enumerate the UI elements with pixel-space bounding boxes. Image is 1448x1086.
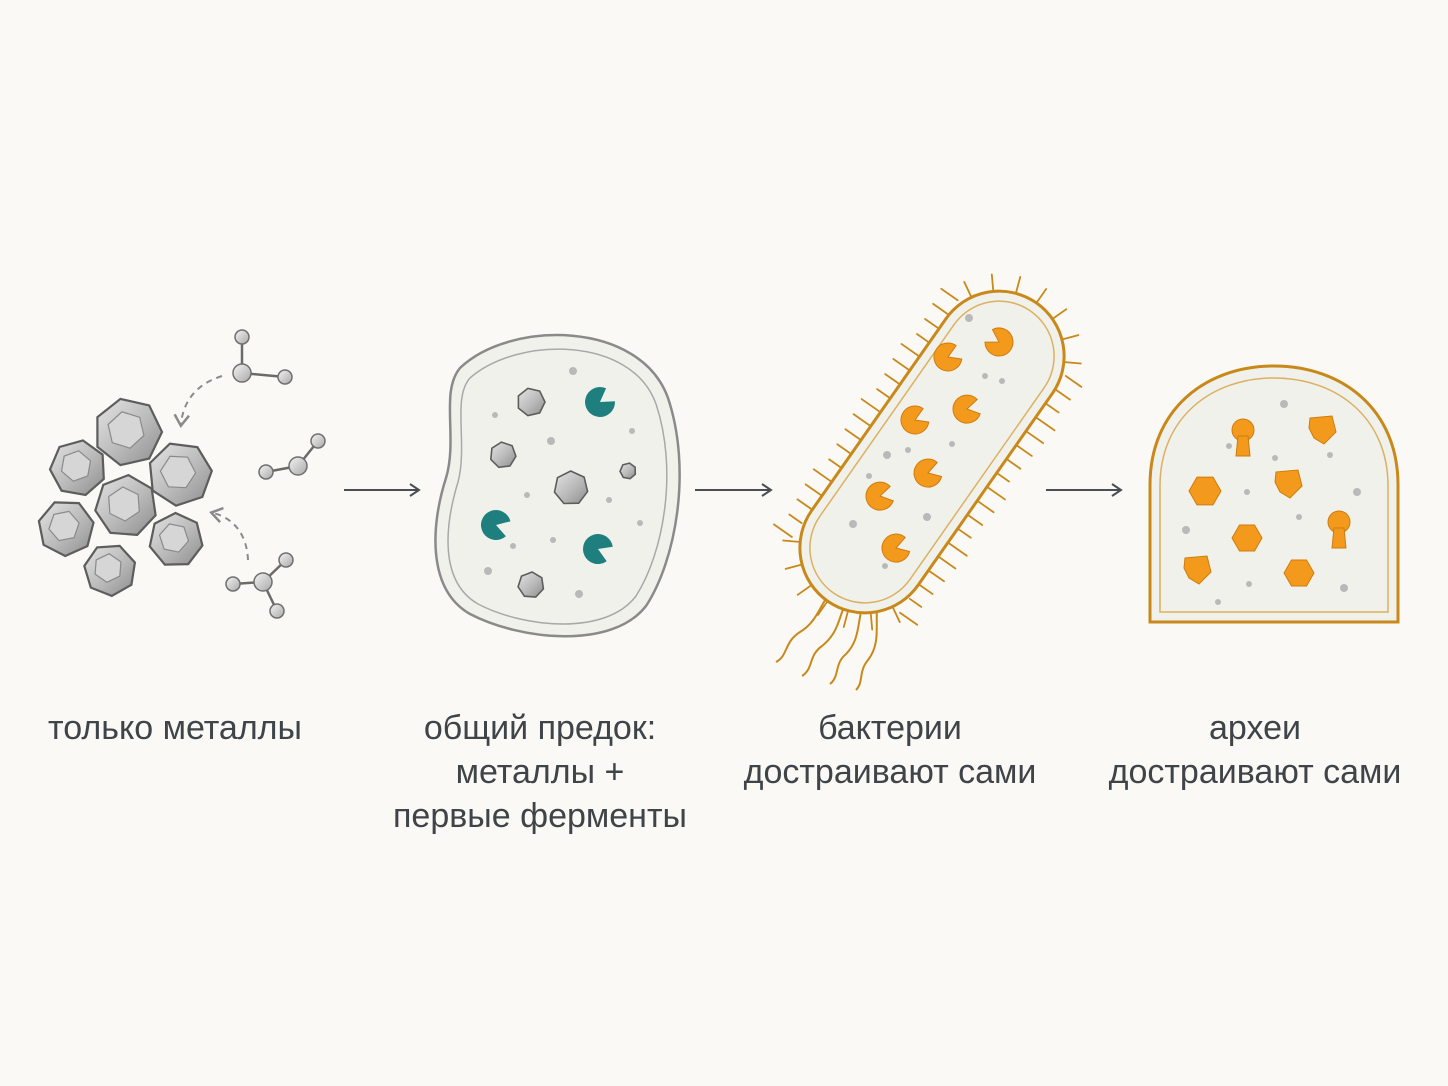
metal-cluster-icon: [37, 397, 214, 598]
dot: [923, 513, 931, 521]
dot: [550, 537, 556, 543]
flow-arrow-icon: [695, 483, 773, 497]
dot: [866, 473, 872, 479]
dot: [547, 437, 555, 445]
dot: [575, 590, 583, 598]
dot: [1340, 584, 1348, 592]
caption-bacteria: бактерии достраивают сами: [730, 706, 1050, 794]
caption-ancestor: общий предок: металлы + первые ферменты: [385, 706, 695, 838]
bacteria-cell: [798, 289, 1066, 615]
caption-line: металлы +: [455, 753, 625, 791]
dot: [882, 563, 888, 569]
dot: [982, 373, 988, 379]
ancestor-contents: [480, 367, 643, 598]
dot: [1296, 514, 1302, 520]
dot: [1353, 488, 1361, 496]
molecule-icon: [258, 433, 326, 480]
metal-crystal-icon: [517, 571, 545, 598]
enzyme-pacman-icon: [933, 342, 963, 372]
metal-crystal-icon: [83, 544, 137, 598]
caption-line: только металлы: [48, 709, 302, 747]
dot: [492, 412, 498, 418]
enzyme-hexagon-icon: [1231, 524, 1263, 552]
molecule-icon: [232, 329, 293, 385]
caption-metals: только металлы: [20, 706, 330, 750]
archaea-cell: [1148, 364, 1400, 624]
enzyme-pacman-icon: [913, 458, 943, 488]
caption-line: достраивают сами: [743, 753, 1037, 791]
dot: [849, 520, 857, 528]
flow-arrow-icon: [1046, 483, 1123, 497]
caption-line: бактерии: [818, 709, 962, 747]
enzyme-keyhole-icon: [1327, 510, 1351, 549]
flow-arrow-icon: [344, 483, 421, 497]
dot: [1182, 526, 1190, 534]
enzyme-hexagon-icon: [1283, 559, 1315, 587]
dashed-curved-arrow-icon: [173, 375, 223, 429]
dot: [629, 428, 635, 434]
dot: [524, 492, 530, 498]
dot: [606, 497, 612, 503]
dot: [1244, 489, 1250, 495]
enzyme-hexagon-icon: [1188, 476, 1222, 506]
bacteria-contents: [849, 314, 1014, 569]
dot: [1226, 443, 1232, 449]
dot: [510, 543, 516, 549]
metal-crystal-icon: [148, 442, 214, 507]
dot: [1327, 452, 1333, 458]
dot: [905, 447, 911, 453]
caption-line: первые ферменты: [393, 797, 687, 835]
dot: [1272, 455, 1278, 461]
dot: [569, 367, 577, 375]
enzyme-pacman-icon: [582, 534, 613, 565]
archaea-contents: [1182, 400, 1361, 605]
enzyme-pacman-icon: [881, 533, 911, 563]
metal-crystal-icon: [37, 501, 95, 558]
enzyme-fragment-icon: [1274, 469, 1303, 499]
dashed-curved-arrow-icon: [209, 506, 249, 561]
caption-line: достраивают сами: [1108, 753, 1402, 791]
dot: [1246, 581, 1252, 587]
enzyme-pacman-icon: [900, 405, 930, 435]
enzyme-keyhole-icon: [1231, 418, 1255, 457]
caption-line: археи: [1209, 709, 1301, 747]
metal-crystal-icon: [48, 439, 105, 497]
caption-archaea: археи достраивают сами: [1100, 706, 1410, 794]
enzyme-pacman-icon: [585, 387, 616, 418]
enzyme-pacman-icon: [865, 481, 894, 511]
dot: [1215, 599, 1221, 605]
enzyme-pacman-icon: [952, 394, 981, 424]
metal-crystal-icon: [553, 470, 589, 505]
metal-crystal-icon: [619, 462, 637, 480]
dot: [1280, 400, 1288, 408]
dot: [999, 378, 1005, 384]
metal-crystal-icon: [96, 397, 164, 467]
metal-crystal-icon: [517, 387, 546, 417]
enzyme-fragment-icon: [1308, 415, 1337, 445]
pili-icon: [772, 273, 1083, 631]
metal-crystal-icon: [489, 441, 517, 469]
dot: [637, 520, 643, 526]
dot: [883, 451, 891, 459]
metal-crystal-icon: [148, 511, 204, 566]
caption-line: общий предок:: [423, 709, 657, 747]
dot: [949, 441, 955, 447]
enzyme-fragment-icon: [1183, 555, 1212, 585]
metal-crystal-icon: [94, 473, 157, 537]
dot: [965, 314, 973, 322]
enzyme-pacman-icon: [480, 510, 511, 541]
molecule-icon: [225, 552, 294, 619]
dot: [484, 567, 492, 575]
enzyme-pacman-icon: [984, 327, 1014, 357]
